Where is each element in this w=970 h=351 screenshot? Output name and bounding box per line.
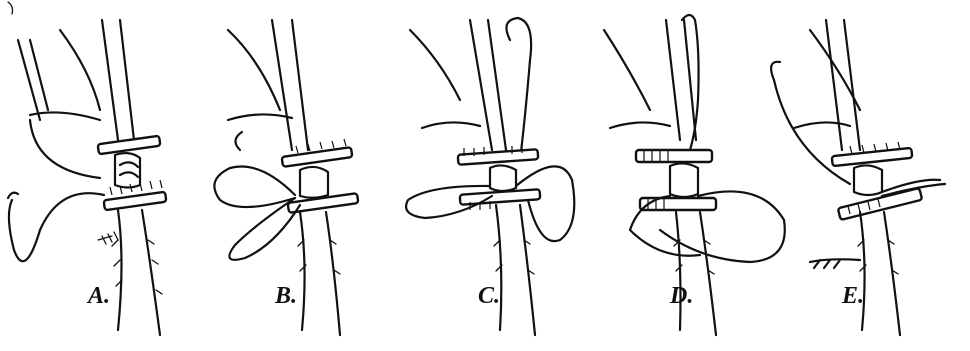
panel-d: D.: [600, 0, 794, 351]
panel-c: C.: [400, 0, 594, 351]
panel-b-label: B.: [275, 283, 297, 310]
panel-a-label: A.: [88, 283, 110, 310]
panel-d-drawing: [600, 0, 794, 351]
panel-a: A.: [0, 0, 194, 351]
panel-e-label: E.: [842, 283, 864, 310]
panel-e: E.: [770, 0, 964, 351]
panel-d-label: D.: [670, 283, 693, 310]
panel-e-drawing: [770, 0, 964, 351]
panel-b: B.: [200, 0, 394, 351]
panel-c-label: C.: [478, 283, 500, 310]
